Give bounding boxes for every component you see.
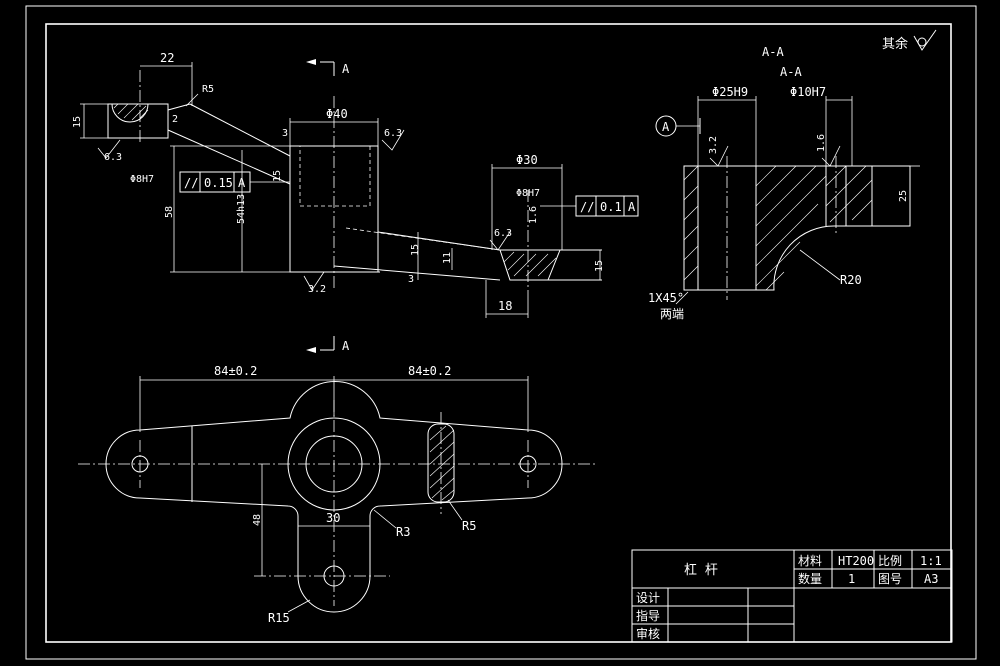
- scale-label: 比例: [878, 554, 902, 568]
- tol1-symbol: //: [184, 176, 198, 190]
- front-view: A 22 R5 15 2 6.3 Φ8H7: [72, 51, 639, 318]
- roughness-3-2-section: 3.2: [708, 136, 719, 154]
- section-arrow-label-top: A: [342, 62, 350, 76]
- title-block: 杠 杆 材料 HT200 比例 1:1 数量 1 图号 A3 设计 指导 审核: [631, 549, 953, 643]
- dim-30: 30: [326, 511, 340, 525]
- row-design: 设计: [636, 591, 660, 605]
- outer-border: [25, 5, 977, 660]
- section-arrow-label-bottom: A: [342, 339, 350, 353]
- dim-48: 48: [252, 514, 263, 526]
- scale-value: 1:1: [920, 554, 942, 568]
- part-name: 杠 杆: [684, 562, 718, 578]
- section-title-1: A-A: [762, 45, 784, 59]
- dim-phi30: Φ30: [516, 153, 538, 167]
- chamfer-note: 两端: [660, 307, 684, 321]
- dim-18: 18: [498, 299, 512, 313]
- label-r5-top: R5: [462, 519, 476, 533]
- dim-2: 2: [172, 114, 178, 125]
- dim-22: 22: [160, 51, 174, 65]
- row-review: 审核: [636, 626, 660, 641]
- dim-58: 58: [164, 206, 175, 218]
- roughness-3-2: 3.2: [308, 284, 326, 295]
- label-r15: R15: [268, 611, 290, 625]
- dim-15-far: 15: [594, 260, 605, 272]
- dim-phi40: Φ40: [326, 107, 348, 121]
- surface-note: 其余: [882, 36, 908, 52]
- tol1-value: 0.15: [204, 176, 233, 190]
- dim-15-r: 15: [410, 244, 421, 256]
- section-title-2: A-A: [780, 65, 802, 79]
- top-view: A 84±0.2 84±0.2: [78, 336, 598, 625]
- phi8h7-left: Φ8H7: [130, 174, 154, 185]
- drawing-no-label: 图号: [878, 572, 902, 586]
- roughness-6-3-b: 6.3: [384, 128, 402, 139]
- dim-15-mid: 15: [272, 170, 283, 182]
- dim-phi25h9: Φ25H9: [712, 85, 748, 99]
- roughness-symbol-icon: [913, 29, 937, 51]
- dim-3-small: 3: [408, 274, 414, 285]
- dim-1-6: 1.6: [528, 206, 539, 224]
- datum-label: A: [662, 120, 670, 134]
- qty-label: 数量: [798, 571, 822, 586]
- tol2-symbol: //: [580, 200, 594, 214]
- dim-25: 25: [898, 190, 909, 202]
- qty-value: 1: [848, 572, 855, 586]
- dim-11: 11: [442, 252, 453, 264]
- tol2-datum: A: [628, 200, 636, 214]
- phi8h7-right: Φ8H7: [516, 188, 540, 199]
- roughness-6-3-c: 6.3: [494, 228, 512, 239]
- label-r5-front: R5: [202, 84, 214, 95]
- roughness-6-3-a: 6.3: [104, 152, 122, 163]
- dim-84-right: 84±0.2: [408, 364, 451, 378]
- drawing-no-value: A3: [924, 572, 938, 586]
- tol2-value: 0.1: [600, 200, 622, 214]
- material-value: HT200: [838, 554, 874, 568]
- dim-3: 3: [282, 128, 288, 139]
- chamfer-label: 1X45°: [648, 291, 684, 305]
- inner-border: [45, 23, 952, 643]
- dim-15-left: 15: [72, 116, 83, 128]
- label-r3: R3: [396, 525, 410, 539]
- section-view: A-A A-A A: [648, 45, 920, 321]
- label-r20: R20: [840, 273, 862, 287]
- dim-54h13: 54h13: [236, 194, 247, 224]
- row-guide: 指导: [636, 608, 660, 623]
- dim-phi10h7: Φ10H7: [790, 85, 826, 99]
- material-label: 材料: [798, 554, 822, 568]
- dim-84-left: 84±0.2: [214, 364, 257, 378]
- roughness-1-6-section: 1.6: [816, 134, 827, 152]
